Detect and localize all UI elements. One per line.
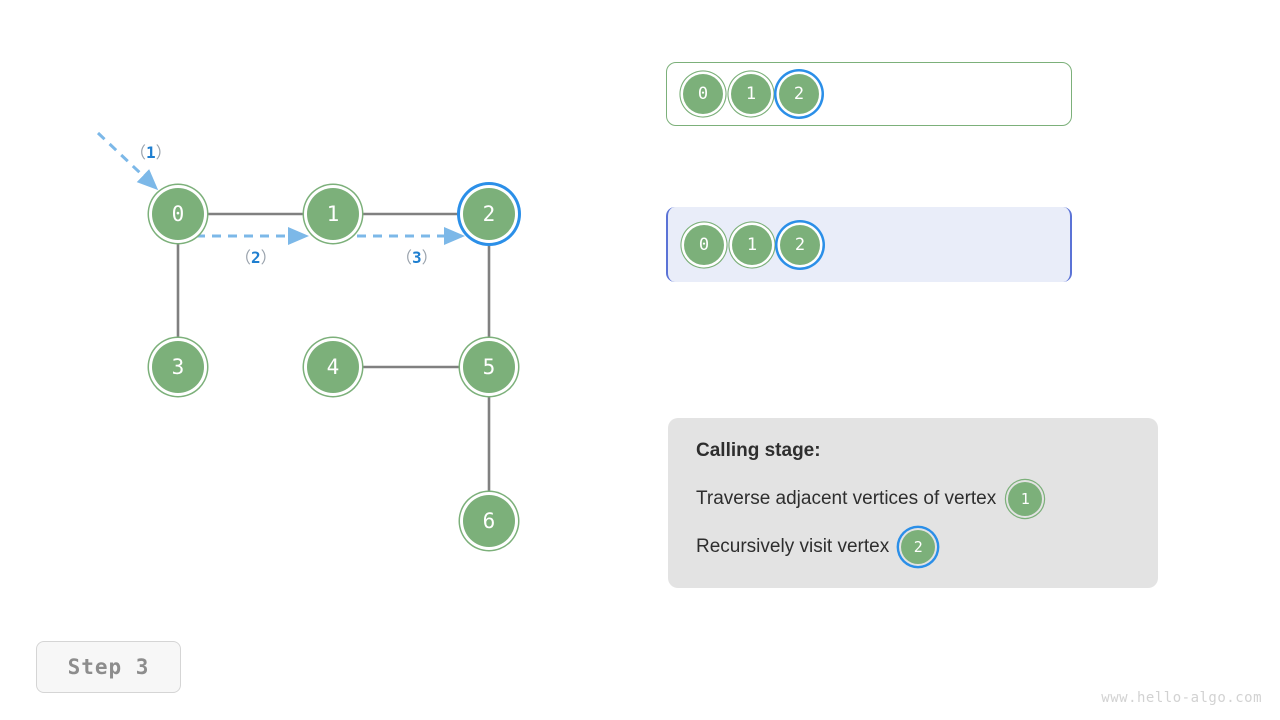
calling-stage-line-2-vertex[interactable]: 2 xyxy=(901,530,936,564)
res-item-1[interactable]: 1 xyxy=(731,74,771,114)
visited-item-0[interactable]: 0 xyxy=(684,224,724,265)
visited-item-2-label: 2 xyxy=(794,234,806,255)
paren-close: ） xyxy=(421,248,438,267)
paren-close: ） xyxy=(260,248,277,267)
graph-canvas xyxy=(96,131,491,494)
traversal-arrows xyxy=(96,131,465,245)
res-item-0-label: 0 xyxy=(697,84,709,104)
res-item-1-label: 1 xyxy=(745,84,757,104)
visited-item-1[interactable]: 1 xyxy=(732,224,772,265)
graph-node-5-label: 5 xyxy=(482,355,496,379)
res-item-0[interactable]: 0 xyxy=(683,74,723,114)
calling-stage-line-1-vertex-label: 1 xyxy=(1020,490,1030,508)
graph-edges xyxy=(176,212,491,494)
traversal-arrow-1 xyxy=(96,131,159,191)
paren-open: （ xyxy=(396,248,413,267)
graph-node-4-label: 4 xyxy=(326,355,340,379)
calling-stage-line-2: Recursively visit vertex 2 xyxy=(696,530,1132,564)
res-item-2[interactable]: 2 xyxy=(779,74,819,114)
step-badge: Step 3 xyxy=(36,641,181,693)
visited-item-1-label: 1 xyxy=(746,234,758,255)
step-number: 3 xyxy=(412,248,422,267)
calling-stage-line-2-text: Recursively visit vertex xyxy=(696,536,890,557)
graph-node-0[interactable]: 0 xyxy=(152,188,204,240)
graph-node-0-label: 0 xyxy=(171,202,185,226)
graph-node-6[interactable]: 6 xyxy=(463,495,515,547)
graph-node-3[interactable]: 3 xyxy=(152,341,204,393)
calling-stage-heading: Calling stage: xyxy=(696,440,821,461)
graph-node-6-label: 6 xyxy=(482,509,496,533)
visited-item-2[interactable]: 2 xyxy=(780,224,820,265)
res-item-2-label: 2 xyxy=(793,84,805,104)
calling-stage-line-1-text: Traverse adjacent vertices of vertex xyxy=(696,488,997,509)
step-number: 1 xyxy=(146,143,156,162)
calling-stage-line-1-vertex[interactable]: 1 xyxy=(1008,482,1043,516)
graph-node-2-label: 2 xyxy=(482,202,496,226)
graph-node-3-label: 3 xyxy=(171,355,185,379)
res-array-box: 0 1 2 xyxy=(666,62,1072,126)
calling-stage-line-2-vertex-label: 2 xyxy=(913,538,923,556)
traversal-step-label-3: （3） xyxy=(396,244,438,268)
paren-close: ） xyxy=(155,143,172,162)
calling-stage-line-1: Traverse adjacent vertices of vertex 1 xyxy=(696,482,1132,516)
paren-open: （ xyxy=(235,248,252,267)
watermark: www.hello-algo.com xyxy=(1101,690,1262,706)
step-number: 2 xyxy=(251,248,261,267)
visited-item-0-label: 0 xyxy=(698,234,710,255)
graph-node-1[interactable]: 1 xyxy=(307,188,359,240)
graph-node-1-label: 1 xyxy=(326,202,340,226)
traversal-step-label-2: （2） xyxy=(235,244,277,268)
graph-node-5[interactable]: 5 xyxy=(463,341,515,393)
visited-set-box: 0 1 2 xyxy=(666,207,1072,282)
graph-node-2[interactable]: 2 xyxy=(463,188,515,240)
traversal-step-label-1: （1） xyxy=(130,139,172,163)
info-panel: Traversal sequence res 0 1 2 Hash set vi… xyxy=(640,0,1280,720)
graph-panel: 0 1 2 3 4 5 6 （1） （2） （3） xyxy=(96,131,515,547)
graph-node-4[interactable]: 4 xyxy=(307,341,359,393)
paren-open: （ xyxy=(130,143,147,162)
calling-stage-box: Calling stage: Traverse adjacent vertice… xyxy=(668,418,1158,588)
